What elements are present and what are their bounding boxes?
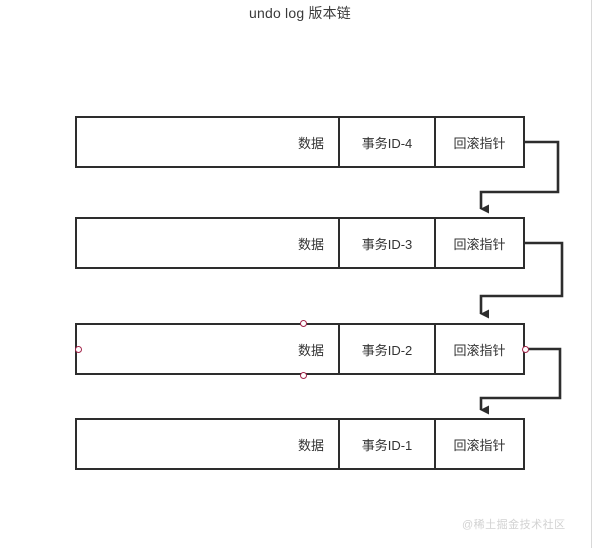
cell-rollback-pointer-label: 回滚指针 <box>453 236 506 252</box>
cell-transaction-id[interactable]: 事务ID-3 <box>340 219 436 267</box>
cell-rollback-pointer[interactable]: 回滚指针 <box>436 219 523 267</box>
cell-data-label: 数据 <box>297 236 324 252</box>
cell-rollback-pointer-label: 回滚指针 <box>453 437 506 453</box>
cell-transaction-id-label: 事务ID-4 <box>361 135 413 151</box>
record-row-selected[interactable]: 数据 事务ID-2 回滚指针 <box>75 323 525 375</box>
diagram-title: undo log 版本链 <box>248 5 351 21</box>
page-right-rule <box>591 0 592 548</box>
cell-data[interactable]: 数据 <box>77 219 340 267</box>
cell-transaction-id[interactable]: 事务ID-4 <box>340 118 436 166</box>
record-row[interactable]: 数据 事务ID-4 回滚指针 <box>75 116 525 168</box>
cell-transaction-id-label: 事务ID-2 <box>361 342 413 358</box>
cell-data-label: 数据 <box>297 342 324 358</box>
resize-handle-top-right[interactable] <box>299 319 307 327</box>
cell-rollback-pointer[interactable]: 回滚指针 <box>436 420 523 468</box>
cell-data[interactable]: 数据 <box>77 325 340 373</box>
record-row[interactable]: 数据 事务ID-1 回滚指针 <box>75 418 525 470</box>
cell-transaction-id-label: 事务ID-1 <box>361 437 413 453</box>
cell-data-label: 数据 <box>297 135 324 151</box>
record-row[interactable]: 数据 事务ID-3 回滚指针 <box>75 217 525 269</box>
watermark: @稀土掘金技术社区 <box>462 519 566 531</box>
cell-transaction-id-label: 事务ID-3 <box>361 236 413 252</box>
cell-data-label: 数据 <box>297 437 324 453</box>
cell-rollback-pointer-label: 回滚指针 <box>453 135 506 151</box>
cell-transaction-id[interactable]: 事务ID-1 <box>340 420 436 468</box>
resize-handle-bottom-right[interactable] <box>299 371 307 379</box>
cell-rollback-pointer[interactable]: 回滚指针 <box>436 118 523 166</box>
cell-transaction-id[interactable]: 事务ID-2 <box>340 325 436 373</box>
cell-data[interactable]: 数据 <box>77 420 340 468</box>
cell-rollback-pointer-label: 回滚指针 <box>453 342 506 358</box>
cell-rollback-pointer[interactable]: 回滚指针 <box>436 325 523 373</box>
cell-data[interactable]: 数据 <box>77 118 340 166</box>
resize-handle-left-middle[interactable] <box>74 345 82 353</box>
connection-handle-east[interactable] <box>521 345 529 353</box>
